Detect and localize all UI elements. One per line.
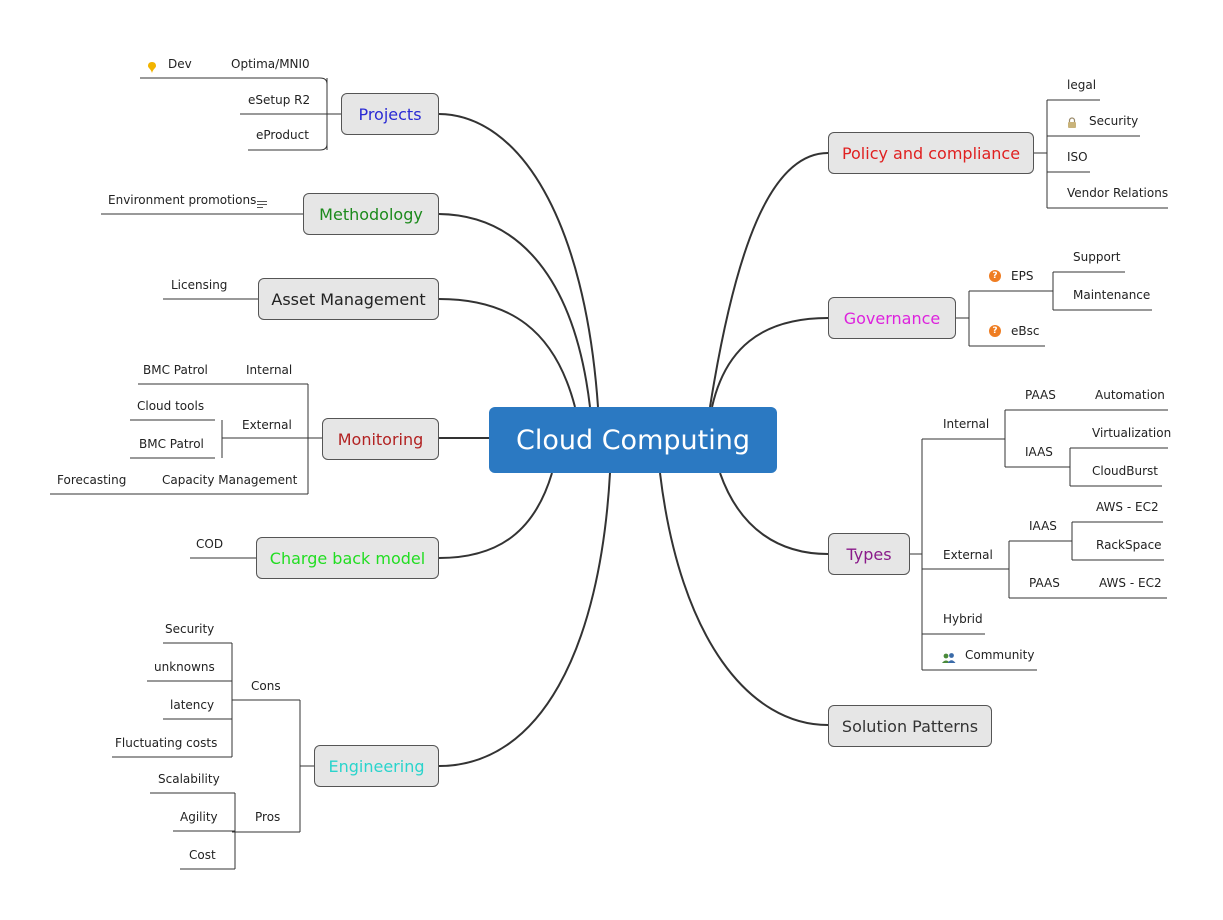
subtopic-eproduct[interactable]: eProduct [256, 128, 309, 142]
subtopic-external-paas[interactable]: PAAS [1029, 576, 1060, 590]
asset-management-node[interactable]: Asset Management [258, 278, 439, 320]
central-topic[interactable]: Cloud Computing [489, 407, 777, 473]
solution-patterns-node[interactable]: Solution Patterns [828, 705, 992, 747]
subtopic-cons[interactable]: Cons [251, 679, 281, 693]
question-icon: ? [989, 270, 1001, 282]
subtopic-bmc-patrol-external[interactable]: BMC Patrol [139, 437, 204, 451]
subtopic-maintenance[interactable]: Maintenance [1073, 288, 1151, 302]
subtopic-internal[interactable]: Internal [246, 363, 293, 377]
subtopic-security[interactable]: Security [165, 622, 215, 636]
subtopic-vendor-relations[interactable]: Vendor Relations [1067, 186, 1169, 200]
subtopic-capacity-management[interactable]: Capacity Management [162, 473, 298, 487]
subtopic-aws-ec2-paas[interactable]: AWS - EC2 [1099, 576, 1162, 590]
subtopic-dev[interactable]: Dev [168, 57, 192, 71]
subtopic-types-external[interactable]: External [943, 548, 993, 562]
subtopic-external-iaas[interactable]: IAAS [1029, 519, 1057, 533]
monitoring-node[interactable]: Monitoring [322, 418, 439, 460]
subtopic-internal-iaas[interactable]: IAAS [1025, 445, 1053, 459]
subtopic-automation[interactable]: Automation [1095, 388, 1165, 402]
subtopic-optima[interactable]: Optima/MNI0 [231, 57, 310, 71]
subtopic-forecasting[interactable]: Forecasting [57, 473, 127, 487]
people-icon [942, 649, 956, 663]
subtopic-ebsc[interactable]: eBsc [1011, 324, 1040, 338]
policy-compliance-node[interactable]: Policy and compliance [828, 132, 1034, 174]
subtopic-cloudburst[interactable]: CloudBurst [1092, 464, 1159, 478]
subtopic-licensing[interactable]: Licensing [171, 278, 228, 292]
subtopic-environment-promotions[interactable]: Environment promotions [108, 193, 257, 207]
subtopic-community[interactable]: Community [965, 648, 1035, 662]
lock-icon [1067, 114, 1077, 128]
subtopic-policy-security[interactable]: Security [1089, 114, 1139, 128]
subtopic-support[interactable]: Support [1073, 250, 1121, 264]
subtopic-cloud-tools[interactable]: Cloud tools [137, 399, 205, 413]
subtopic-external[interactable]: External [242, 418, 292, 432]
charge-back-model-node[interactable]: Charge back model [256, 537, 439, 579]
subtopic-hybrid[interactable]: Hybrid [943, 612, 983, 626]
pin-icon [148, 58, 156, 73]
subtopic-scalability[interactable]: Scalability [158, 772, 220, 786]
subtopic-legal[interactable]: legal [1067, 78, 1097, 92]
question-icon: ? [989, 325, 1001, 337]
subtopic-fluctuating-costs[interactable]: Fluctuating costs [115, 736, 218, 750]
subtopic-cost[interactable]: Cost [189, 848, 216, 862]
subtopic-agility[interactable]: Agility [180, 810, 218, 824]
subtopic-pros[interactable]: Pros [255, 810, 281, 824]
subtopic-eps[interactable]: EPS [1011, 269, 1034, 283]
subtopic-virtualization[interactable]: Virtualization [1092, 426, 1172, 440]
subtopic-cod[interactable]: COD [196, 537, 224, 551]
subtopic-rackspace[interactable]: RackSpace [1096, 538, 1162, 552]
subtopic-iso[interactable]: ISO [1067, 150, 1088, 164]
subtopic-esetup[interactable]: eSetup R2 [248, 93, 311, 107]
subtopic-aws-ec2-iaas[interactable]: AWS - EC2 [1096, 500, 1159, 514]
types-node[interactable]: Types [828, 533, 910, 575]
governance-node[interactable]: Governance [828, 297, 956, 339]
projects-node[interactable]: Projects [341, 93, 439, 135]
subtopic-bmc-patrol-internal[interactable]: BMC Patrol [143, 363, 208, 377]
subtopic-internal-paas[interactable]: PAAS [1025, 388, 1056, 402]
subtopic-latency[interactable]: latency [170, 698, 215, 712]
methodology-node[interactable]: Methodology [303, 193, 439, 235]
engineering-node[interactable]: Engineering [314, 745, 439, 787]
subtopic-types-internal[interactable]: Internal [943, 417, 990, 431]
notes-icon [256, 195, 268, 208]
subtopic-unknowns[interactable]: unknowns [154, 660, 215, 674]
